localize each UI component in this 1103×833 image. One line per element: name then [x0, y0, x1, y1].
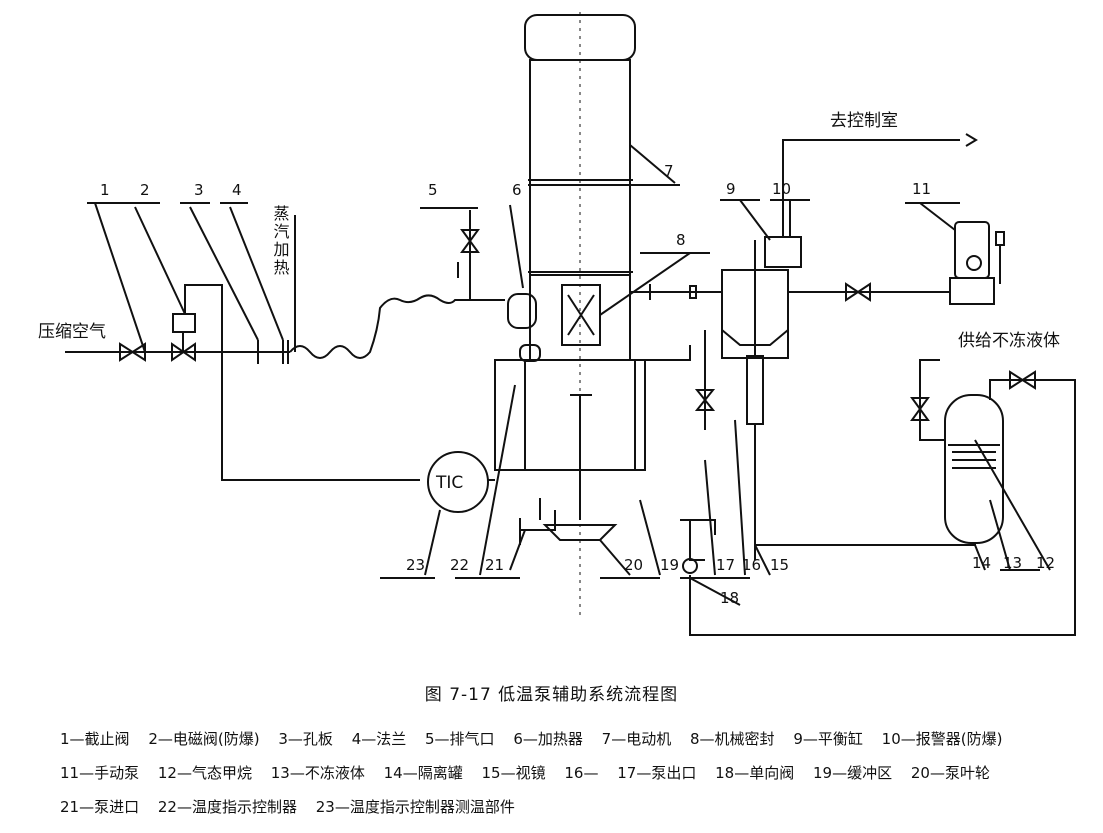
legend-item: 3—孔板	[278, 730, 333, 748]
legend-item: 5—排气口	[425, 730, 495, 748]
legend-item: 10—报警器(防爆)	[881, 730, 1003, 748]
solenoid-valve-2	[171, 332, 196, 362]
callout-18: 18	[720, 589, 739, 607]
legend-item: 20—泵叶轮	[910, 764, 990, 782]
callout-23: 23	[406, 556, 425, 574]
flow-diagram: 压缩空气 蒸汽加热 去控制室 供给不冻液体 TIC 1 2 3 4 5 6 7 …	[38, 12, 1076, 636]
legend-item: 18—单向阀	[715, 764, 795, 782]
label-compressed-air: 压缩空气	[38, 322, 106, 342]
callout-17: 17	[716, 556, 735, 574]
globe-valve-top	[1009, 370, 1036, 390]
callout-22: 22	[450, 556, 469, 574]
vent-valve-5	[460, 229, 480, 253]
callout-4: 4	[232, 181, 242, 199]
callout-3: 3	[194, 181, 204, 199]
legend-item: 9—平衡缸	[793, 730, 863, 748]
legend-item: 23—温度指示控制器测温部件	[315, 798, 515, 816]
legend-item: 16—	[564, 764, 599, 782]
legend-item: 4—法兰	[351, 730, 407, 748]
callout-7: 7	[664, 162, 674, 180]
manual-pump	[949, 277, 995, 305]
legend-item: 7—电动机	[601, 730, 672, 748]
callout-12: 12	[1036, 554, 1055, 572]
check-valve-18	[682, 558, 698, 574]
legend-item: 12—气态甲烷	[157, 764, 252, 782]
label-steam-heating: 蒸汽加热	[271, 205, 290, 277]
globe-valve-outlet	[694, 389, 716, 411]
callout-8: 8	[676, 231, 686, 249]
legend-item: 14—隔离罐	[383, 764, 463, 782]
legend-item: 17—泵出口	[617, 764, 697, 782]
label-to-control-room: 去控制室	[830, 111, 898, 131]
callout-15: 15	[770, 556, 789, 574]
callout-20: 20	[624, 556, 643, 574]
label-tic: TIC	[435, 473, 463, 493]
callout-5: 5	[428, 181, 438, 199]
alarm-10	[764, 236, 802, 268]
legend-item: 1—截止阀	[60, 730, 130, 748]
callout-6: 6	[512, 181, 522, 199]
heater	[507, 293, 537, 329]
callout-16: 16	[742, 556, 761, 574]
callout-9: 9	[726, 180, 736, 198]
callout-14: 14	[972, 554, 991, 572]
legend-item: 2—电磁阀(防爆)	[148, 730, 260, 748]
legend-item: 6—加热器	[513, 730, 583, 748]
label-supply-antifreeze: 供给不冻液体	[958, 331, 1060, 351]
legend-item: 15—视镜	[481, 764, 546, 782]
globe-valve-1	[119, 342, 146, 362]
callout-11: 11	[912, 180, 931, 198]
globe-valve-11	[845, 282, 871, 302]
figure-caption: 图 7-17 低温泵辅助系统流程图	[424, 685, 679, 705]
callout-21: 21	[485, 556, 504, 574]
figure-legend: 1—截止阀 2—电磁阀(防爆) 3—孔板 4—法兰 5—排气口 6—加热器 7—…	[60, 722, 1070, 824]
legend-item: 21—泵进口	[60, 798, 140, 816]
legend-item: 19—缓冲区	[813, 764, 893, 782]
callout-13: 13	[1003, 554, 1022, 572]
legend-item: 11—手动泵	[60, 764, 140, 782]
legend-item: 8—机械密封	[690, 730, 775, 748]
callout-10: 10	[772, 180, 791, 198]
callout-2: 2	[140, 181, 150, 199]
pump-inlet	[519, 498, 556, 545]
globe-valve-supply	[910, 397, 930, 421]
callout-19: 19	[660, 556, 679, 574]
legend-item: 13—不冻液体	[270, 764, 365, 782]
callout-1: 1	[100, 181, 110, 199]
tic-controller	[427, 451, 489, 513]
legend-item: 22—温度指示控制器	[157, 798, 297, 816]
